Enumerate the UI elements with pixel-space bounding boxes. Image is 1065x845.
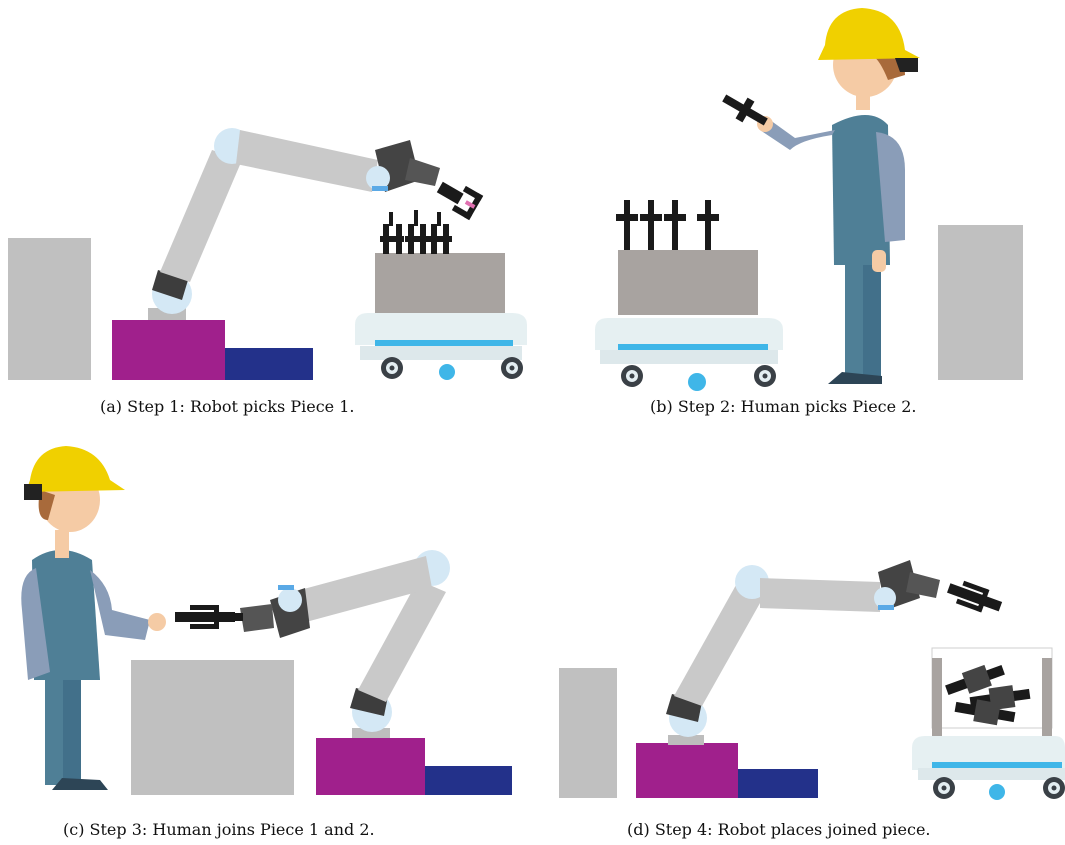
- pedestal-step: [225, 348, 313, 380]
- robot-arm: [666, 560, 1003, 745]
- robot-pedestal: [112, 320, 225, 380]
- parts-row: [616, 200, 719, 250]
- caption-panel-b: (b) Step 2: Human picks Piece 2.: [650, 397, 917, 416]
- human-worker: [722, 8, 920, 384]
- mobile-cart: [912, 647, 1065, 800]
- panel-c-scene: [21, 446, 512, 795]
- gripper: [436, 181, 484, 221]
- robot-arm: [148, 128, 484, 320]
- human-worker: [21, 446, 166, 790]
- caption-panel-c: (c) Step 3: Human joins Piece 1 and 2.: [63, 820, 375, 839]
- robot-arm: [240, 550, 450, 738]
- joined-piece: [175, 605, 243, 629]
- mobile-cart: [595, 200, 783, 391]
- side-table: [559, 668, 617, 798]
- mobile-cart: [355, 210, 527, 380]
- parts-row: [380, 210, 452, 254]
- stacked-pieces: [945, 664, 1031, 726]
- robot-pedestal: [316, 738, 425, 795]
- panel-a-scene: [8, 128, 527, 380]
- caption-panel-a: (a) Step 1: Robot picks Piece 1.: [100, 397, 355, 416]
- panel-b-scene: [595, 8, 1023, 391]
- caption-panel-d: (d) Step 4: Robot places joined piece.: [627, 820, 931, 839]
- panel-d-scene: [559, 560, 1065, 800]
- gripper-with-piece: [947, 580, 1003, 613]
- held-part: [722, 94, 768, 126]
- pedestal-step: [738, 769, 818, 798]
- robot-pedestal: [636, 743, 738, 798]
- side-table: [8, 238, 91, 380]
- side-table: [938, 225, 1023, 380]
- pedestal-step: [425, 766, 512, 795]
- work-table: [131, 660, 294, 795]
